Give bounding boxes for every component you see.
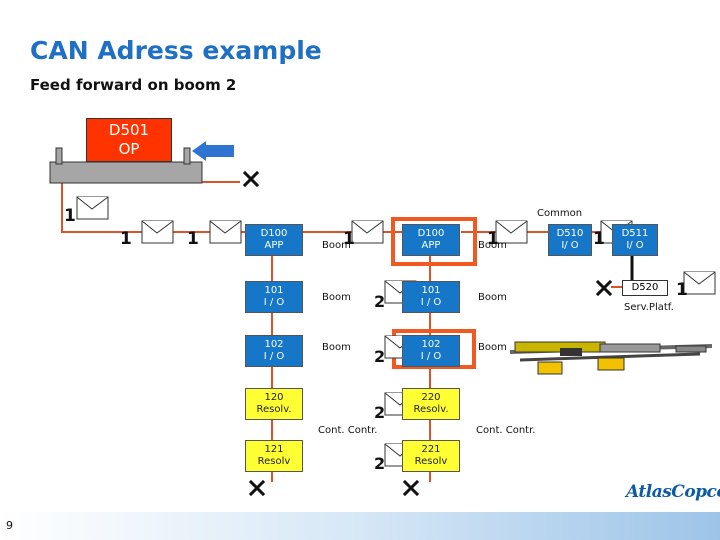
terminator-x-icon [248,479,266,497]
footer-bar [0,512,720,540]
priority-number: 2 [374,454,386,473]
input-arrow-icon [192,141,234,161]
node-type: Resolv. [413,404,449,415]
node-id: D510 [556,228,584,239]
node-102-io-boom2: 102 I / O [402,335,460,367]
node-d510-io: D510 I/ O [548,224,592,256]
node-220-resolver-boom2: 220 Resolv. [402,388,460,420]
priority-number: 1 [64,206,76,226]
node-type: I/ O [561,240,579,251]
page-number: 9 [6,519,13,532]
node-101-io-boom1: 101 I / O [245,281,303,313]
node-id: 102 [421,339,441,350]
priority-number: 2 [374,403,386,422]
boom-label: Boom [478,292,507,303]
op-unit-d501: D501 OP [86,118,172,162]
cont-contr-label: Cont. Contr. [476,425,536,436]
priority-number: 1 [593,229,605,249]
envelope-icon [76,196,109,220]
priority-number: 1 [343,229,355,249]
node-type: Resolv [414,456,448,467]
terminator-x-icon [242,170,260,188]
envelope-icon [209,220,242,244]
node-d511-io: D511 I/ O [612,224,658,256]
priority-number: 1 [487,229,499,249]
priority-number: 1 [676,280,688,300]
app2-highlight [391,217,477,266]
company-logo: AtlasCopco [626,482,720,502]
node-type: I / O [420,351,442,362]
node-type: Resolv. [256,404,292,415]
envelope-icon [141,220,174,244]
boom-label: Boom [322,292,351,303]
page-title: CAN Adress example [30,36,322,65]
node-d100-app-boom2: D100 APP [402,224,460,256]
op-unit-type: OP [118,140,140,158]
envelope-icon [683,271,716,295]
op-console-left-post [55,147,63,165]
node-id: D511 [621,228,649,239]
priority-number: 2 [374,347,386,366]
node-d520: D520 [622,280,668,296]
node-d100-app-boom1: D100 APP [245,224,303,256]
node-type: Resolv [257,456,291,467]
page-subtitle: Feed forward on boom 2 [30,76,237,94]
priority-number: 2 [374,292,386,311]
node-101-io-boom2: 101 I / O [402,281,460,313]
cont-contr-label: Cont. Contr. [318,425,378,436]
common-label: Common [537,208,583,219]
priority-number: 1 [120,229,132,249]
priority-number: 1 [187,229,199,249]
node-id: 221 [421,444,441,455]
node-id: D100 [260,228,288,239]
node-id: 101 [421,285,441,296]
boom-label: Boom [322,240,351,251]
boom-label: Boom [478,342,507,353]
node-id: 101 [264,285,284,296]
node-type: I / O [263,297,285,308]
node-id: D100 [417,228,445,239]
node-type: APP [421,240,441,251]
node-102-io-boom1: 102 I / O [245,335,303,367]
node-id: 121 [264,444,284,455]
envelope-icon [351,220,384,244]
op-bus-line [61,170,255,233]
node-121-resolver-boom1: 121 Resolv [245,440,303,472]
boom-label: Boom [478,240,507,251]
op-console-body [49,161,203,184]
terminator-x-icon [595,279,613,297]
node-id: 102 [264,339,284,350]
envelope-icon [495,220,528,244]
op-console-right-post [183,147,191,165]
service-platform-label: Serv.Platf. [624,302,674,313]
node-120-resolver-boom1: 120 Resolv. [245,388,303,420]
terminator-x-icon [402,479,420,497]
node-id: 220 [421,392,441,403]
op-unit-id: D501 [108,121,150,139]
node-type: I / O [420,297,442,308]
drill-rig-image [509,341,713,375]
node-221-resolver-boom2: 221 Resolv [402,440,460,472]
node-type: I / O [263,351,285,362]
node-id: 120 [264,392,284,403]
boom-label: Boom [322,342,351,353]
node-type: APP [264,240,284,251]
node-type: I/ O [626,240,644,251]
